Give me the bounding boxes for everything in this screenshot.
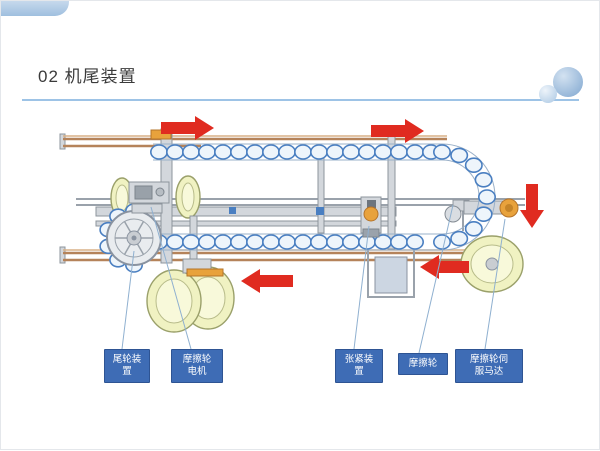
title-underline [22,99,579,101]
flow-arrow-bottom-center-left [241,269,293,293]
leader-friction-wheel [418,204,454,354]
bolt [316,207,324,215]
chain-roller [477,189,496,205]
tensioner-bolt [367,200,376,208]
chain-roller [214,144,233,160]
chain-roller [198,234,217,250]
chain-roller [261,144,280,160]
callout-line: 张紧装 [344,354,374,365]
chain-roller [309,144,328,160]
tail-wheel [106,210,162,266]
flow-arrow-top-left-right [161,116,214,140]
motor-core [134,185,153,200]
motor-mount [131,203,163,214]
callout-friction-wheel-motor: 摩擦轮 电机 [171,349,223,383]
decor-circle-large [553,67,583,97]
chain-roller [464,221,483,237]
callout-line: 摩擦轮伺 [469,354,508,365]
tensioner-base [362,228,380,238]
drive-motor [128,181,170,214]
callout-friction-wheel: 摩擦轮 [398,353,448,375]
flow-arrow-right-down [520,184,544,228]
lower-beam [95,220,397,227]
chain-roller [293,144,312,160]
carrier-wheels-left [110,175,201,219]
bolt [229,207,236,214]
chain-roller [341,234,360,250]
chain-roller [198,144,217,160]
flow-arrows [161,116,544,293]
chain-roller [309,234,328,250]
callout-line: 摩擦轮 [182,354,212,365]
callout-line: 置 [122,366,132,377]
chain-roller [450,147,469,164]
corner-decoration [1,1,69,16]
chain-roller [432,234,451,250]
rail-end-cap [59,133,66,150]
chain-roller [325,144,344,160]
chain-roller [246,234,265,250]
leader-servo [484,218,506,350]
callout-tensioning-device: 张紧装 置 [335,349,383,383]
chain-roller [293,234,312,250]
leader-lines [121,204,506,354]
chain-roller [230,144,249,160]
chain-roller [341,144,360,160]
chain-roller [150,144,169,160]
chain-roller [432,144,451,160]
chain-roller [405,234,424,250]
chain-roller [405,144,424,160]
servo-gear-hub [505,204,513,212]
chain-roller [474,172,493,188]
chain-roller [277,234,296,250]
chain-roller [214,234,233,250]
bracket-panel [374,256,408,294]
main-beam [95,206,397,217]
leader-tensioner [353,225,370,350]
callout-line: 尾轮装 [112,354,142,365]
chain-roller [450,230,469,247]
chain-roller [277,144,296,160]
flow-arrow-bottom-right-left [420,255,469,279]
chain-roller [389,234,408,250]
decor-circle-small [539,85,557,103]
callout-friction-wheel-servo-motor: 摩擦轮伺 服马达 [455,349,523,383]
leader-tail-wheel [121,250,135,350]
tensioner-pulley [363,206,379,222]
chain-roller [261,234,280,250]
chain-roller [230,234,249,250]
page-title: 02 机尾装置 [38,67,137,86]
axle-clamp [186,268,224,277]
wheel-hub [485,257,499,271]
chain-roller [389,144,408,160]
hanging-bracket [367,247,415,298]
callout-line: 电机 [187,366,207,377]
friction-wheel-assembly [444,198,524,293]
chain-roller [182,234,201,250]
chain-roller [474,206,493,222]
motor-shaft [155,187,165,197]
chain-roller [325,234,344,250]
center-post [317,156,325,234]
tensioner [360,196,382,238]
chain-roller [166,144,185,160]
chain-roller [464,157,483,173]
callout-line: 置 [354,366,364,377]
chain-roller [182,144,201,160]
callout-line: 服马达 [474,366,504,377]
rail-end-cap [59,246,66,264]
leader-motor [150,206,192,350]
chain-roller [357,144,376,160]
callout-tail-wheel-device: 尾轮装 置 [104,349,150,383]
friction-wheel-part [444,205,462,223]
chain-roller [246,144,265,160]
chain-roller [166,234,185,250]
bottom-carrier-wheels [146,215,235,333]
callout-line: 摩擦轮 [408,358,438,369]
flow-arrow-top-right-right [371,119,424,143]
chain-roller [373,144,392,160]
